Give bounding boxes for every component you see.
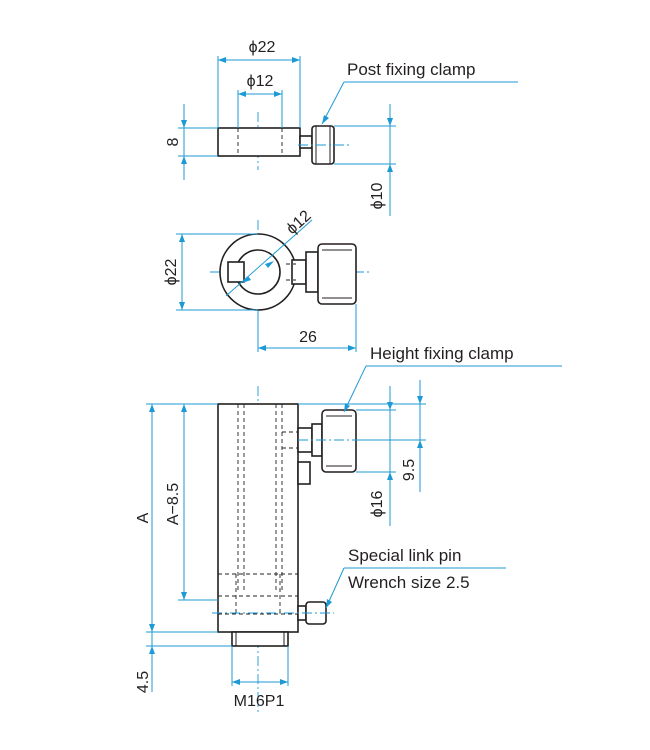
dim-mid-bore-dia: ϕ12: [283, 207, 314, 238]
dim-top-knob-dia: ϕ10: [369, 183, 386, 210]
dim-bottom-total: A: [135, 512, 152, 523]
dim-bottom-partial: A−8.5: [165, 483, 182, 525]
dim-top-outer-dia: ϕ22: [249, 39, 276, 56]
dim-bottom-stud-len: 4.5: [135, 671, 152, 693]
dim-bottom-thread: M16P1: [234, 693, 285, 710]
middle-view: ϕ12 ϕ22 26: [163, 207, 372, 352]
dim-mid-outer-dia: ϕ22: [163, 259, 180, 286]
label-height-fixing-clamp: Height fixing clamp: [370, 344, 514, 363]
label-post-fixing-clamp: Post fixing clamp: [347, 60, 476, 79]
label-special-link-pin: Special link pin: [348, 546, 461, 565]
dim-mid-reach: 26: [299, 329, 317, 346]
dim-bottom-knob-dia: ϕ16: [369, 491, 386, 518]
label-wrench-size: Wrench size 2.5: [348, 573, 470, 592]
dim-top-inner-dia: ϕ12: [247, 73, 274, 90]
top-view: ϕ22 ϕ12 8 ϕ10 Post fixing clamp: [165, 39, 518, 216]
dim-bottom-knob-offset: 9.5: [401, 459, 418, 481]
bottom-view: A A−8.5 4.5 M16P1 9.5 ϕ16: [135, 344, 562, 712]
dim-top-height: 8: [165, 137, 182, 146]
